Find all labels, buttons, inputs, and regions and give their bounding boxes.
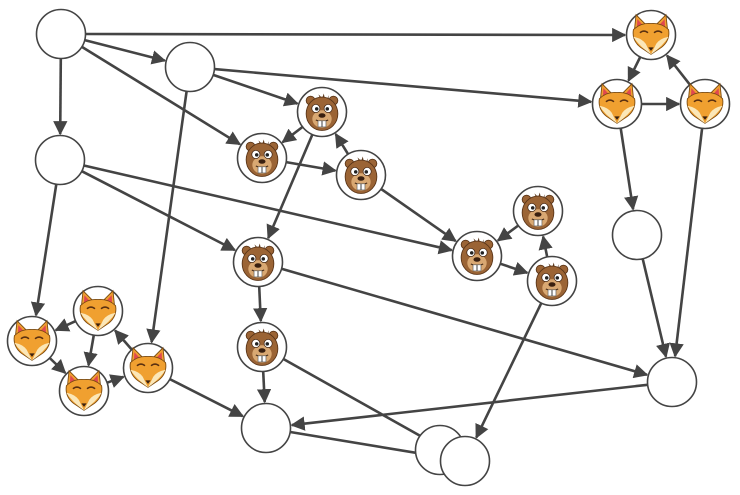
node-circle xyxy=(646,356,698,408)
edge-b8-to-n6 xyxy=(256,371,272,404)
edge-b7-to-b6 xyxy=(538,235,553,258)
node-f7[interactable] xyxy=(122,342,174,394)
edge-b7-to-n8 xyxy=(475,302,543,439)
node-b4[interactable] xyxy=(232,236,284,288)
edge-n1-to-n2 xyxy=(84,38,167,65)
nodes-layer xyxy=(6,8,731,487)
edge-f3-to-n5 xyxy=(669,128,704,358)
node-n4[interactable] xyxy=(611,209,663,261)
edge-b4-to-b8 xyxy=(253,286,268,323)
edge-b3-to-b1 xyxy=(334,132,350,155)
edge-n1-to-f1 xyxy=(85,27,627,43)
node-b5[interactable] xyxy=(451,230,503,282)
edge-n2-to-f2 xyxy=(214,67,593,108)
edge-f7-to-f5 xyxy=(114,329,133,351)
node-n2[interactable] xyxy=(164,41,216,93)
edge-f5-to-f6 xyxy=(83,334,98,367)
edge-b5-to-b7 xyxy=(499,261,529,276)
beaver-icon xyxy=(245,327,279,367)
node-circle xyxy=(439,435,491,487)
edge-f2-to-n4 xyxy=(619,128,639,211)
node-f4[interactable] xyxy=(6,315,58,367)
edge-b3-to-b5 xyxy=(380,187,457,243)
node-n1[interactable] xyxy=(35,8,87,60)
beaver-icon xyxy=(305,92,339,132)
edge-b1-to-b4 xyxy=(266,133,314,240)
node-n3[interactable] xyxy=(34,134,86,186)
node-n8[interactable] xyxy=(439,435,491,487)
node-b1[interactable] xyxy=(296,86,348,138)
edge-n1-to-n3 xyxy=(53,58,68,136)
node-f3[interactable] xyxy=(679,78,731,130)
node-n5[interactable] xyxy=(646,356,698,408)
edge-f7-to-n6 xyxy=(169,377,245,418)
node-b2[interactable] xyxy=(236,132,288,184)
edge-b6-to-b5 xyxy=(496,224,520,242)
beaver-icon xyxy=(460,236,494,276)
edge-n2-to-b1 xyxy=(212,73,299,107)
node-f6[interactable] xyxy=(58,365,110,417)
node-b3[interactable] xyxy=(335,149,387,201)
edge-f5-to-f4 xyxy=(54,318,77,332)
edge-n1-to-b2 xyxy=(81,45,242,146)
node-circle xyxy=(34,134,86,186)
edge-f4-to-f6 xyxy=(48,357,67,374)
edge-f6-to-f7 xyxy=(106,374,125,388)
edge-b2-to-b3 xyxy=(285,160,337,176)
node-b8[interactable] xyxy=(236,321,288,373)
edge-b8-to-n8 xyxy=(282,357,444,450)
beaver-icon xyxy=(344,155,378,195)
edge-b1-to-b2 xyxy=(281,125,304,144)
edges-layer xyxy=(30,27,704,462)
edge-b4-to-n5 xyxy=(281,267,649,379)
edge-f3-to-f1 xyxy=(665,54,691,86)
beaver-icon xyxy=(535,261,569,301)
node-circle xyxy=(164,41,216,93)
node-f5[interactable] xyxy=(72,285,124,337)
edge-n5-to-n6 xyxy=(290,383,648,431)
node-circle xyxy=(35,8,87,60)
node-circle xyxy=(611,209,663,261)
node-f1[interactable] xyxy=(625,9,677,61)
edge-n3-to-b5 xyxy=(83,164,454,255)
node-b6[interactable] xyxy=(512,185,564,237)
node-f2[interactable] xyxy=(591,78,643,130)
node-b7[interactable] xyxy=(526,255,578,307)
edge-n3-to-b4 xyxy=(81,170,237,252)
beaver-icon xyxy=(521,191,555,231)
edge-f1-to-f2 xyxy=(627,56,642,82)
edge-n4-to-n5 xyxy=(641,258,670,359)
edge-n3-to-f4 xyxy=(30,184,58,317)
edge-n6-to-n8 xyxy=(289,430,441,462)
node-n6[interactable] xyxy=(240,402,292,454)
beaver-icon xyxy=(245,138,279,178)
beaver-icon xyxy=(241,242,275,282)
node-circle xyxy=(240,402,292,454)
